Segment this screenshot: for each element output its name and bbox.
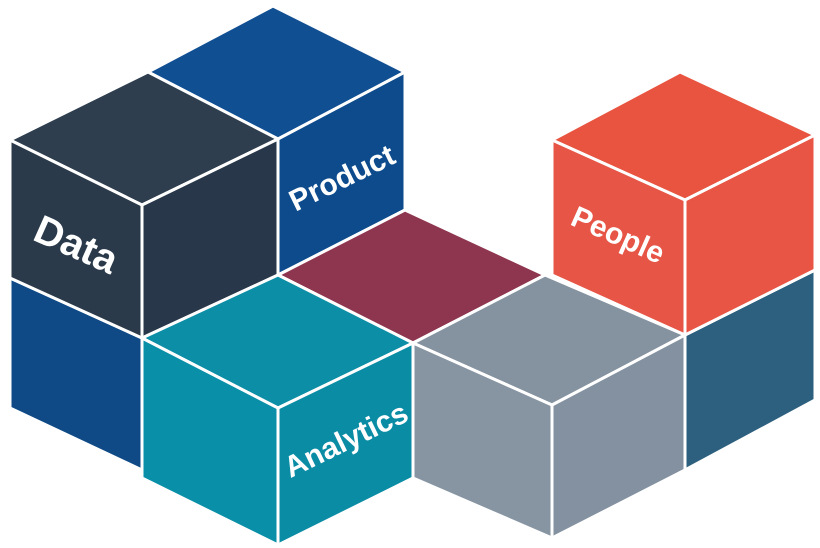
people-cube	[550, 70, 817, 337]
gray-cube	[411, 273, 687, 540]
data-cube	[8, 70, 280, 340]
people-cube-right	[683, 133, 817, 337]
analytics-cube	[140, 273, 415, 547]
gray-cube-right	[550, 333, 687, 540]
analytics-cube-right	[276, 341, 415, 547]
